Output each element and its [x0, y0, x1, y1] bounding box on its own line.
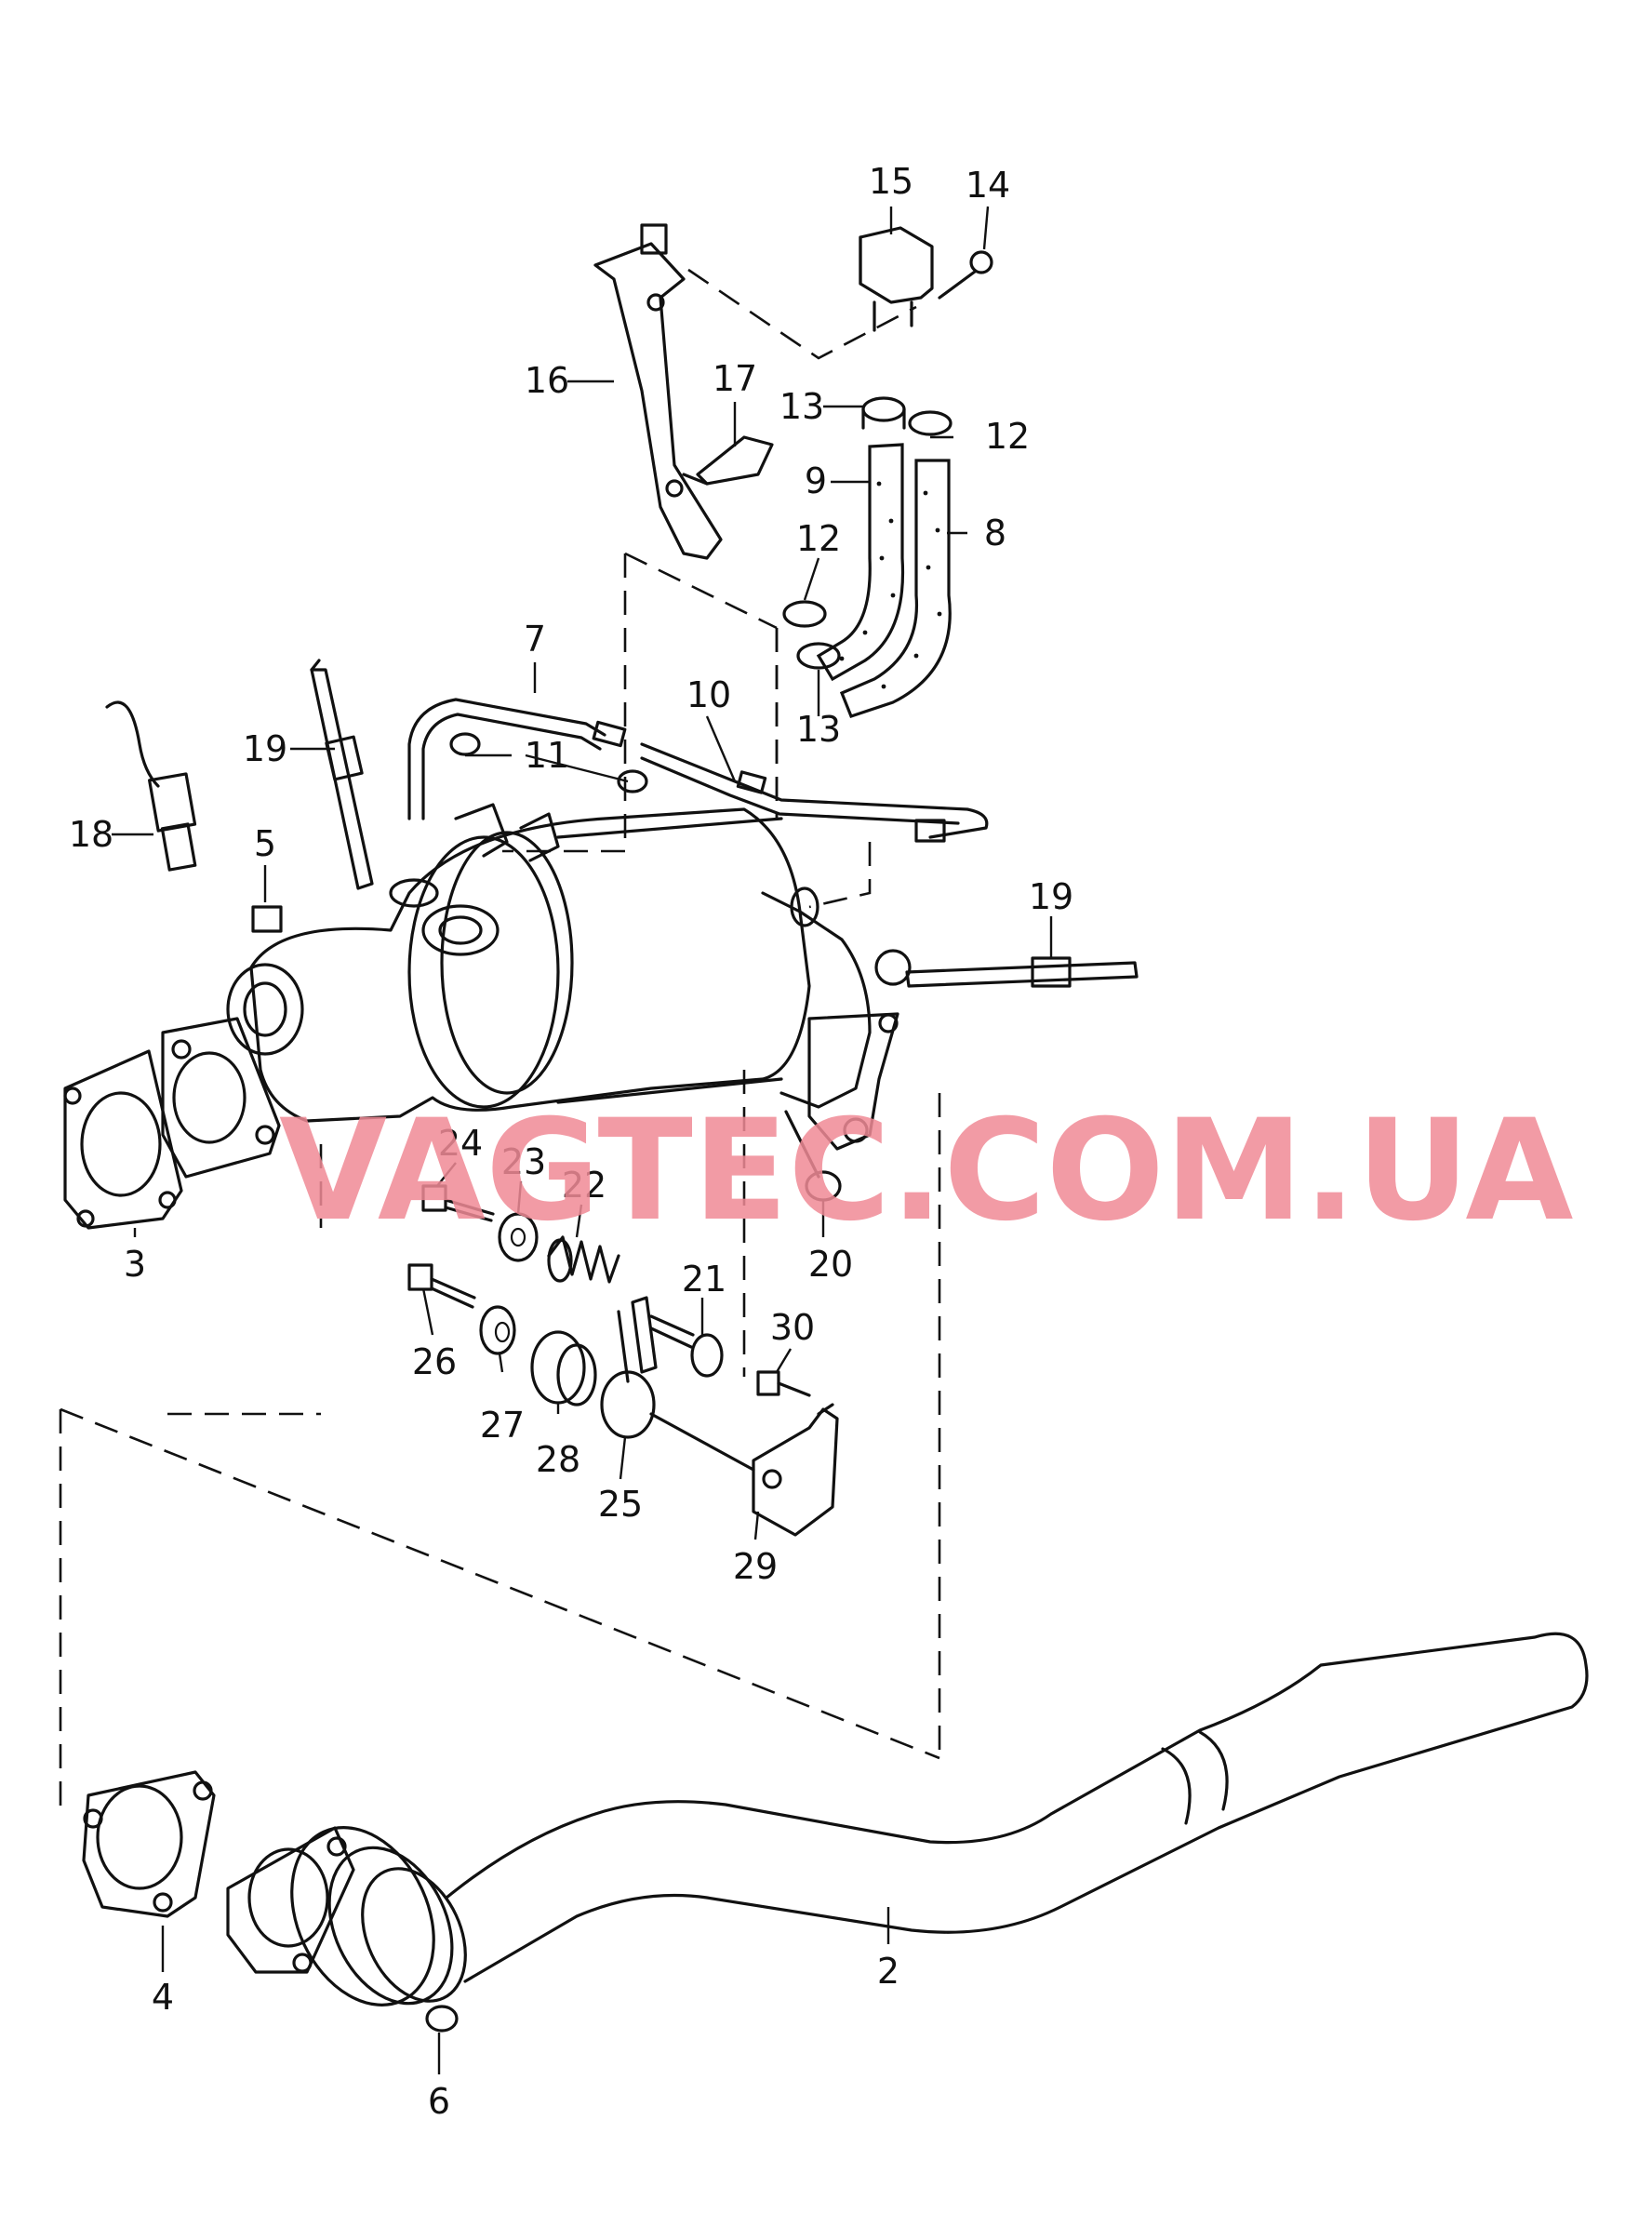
callout-8: 8 — [984, 513, 1006, 553]
bracket-25 — [600, 1296, 658, 1439]
bolt-26 — [407, 1263, 476, 1309]
callout-25: 25 — [598, 1484, 643, 1525]
inlet-flange — [161, 1017, 281, 1179]
gasket-4 — [82, 1770, 216, 1918]
lambda-probe-18 — [105, 700, 197, 872]
callout-13-lower: 13 — [796, 709, 841, 750]
callout-21: 21 — [682, 1259, 726, 1300]
leader-lines — [112, 206, 1053, 2074]
bracket-16 — [593, 223, 723, 560]
temperature-sensor-19-left — [310, 659, 439, 908]
particulate-filter-main — [226, 807, 912, 1123]
callout-7: 7 — [524, 619, 546, 660]
watermark-text: VAGTEC.COM.UA — [279, 1090, 1573, 1252]
nut-6 — [425, 2005, 459, 2033]
callout-14: 14 — [966, 165, 1010, 206]
callout-labels: 15 14 16 17 13 12 9 8 12 13 7 10 19 11 1… — [69, 161, 1073, 2122]
bolt-30 — [756, 1370, 811, 1397]
callout-12-lower: 12 — [796, 518, 841, 559]
callout-23: 23 — [501, 1141, 546, 1182]
callout-12-upper: 12 — [985, 416, 1030, 457]
pipe-7 — [407, 698, 627, 820]
clamps-lower — [782, 600, 841, 670]
assembly-dashed-lines — [59, 268, 941, 1814]
temperature-sensor-19-right — [905, 956, 1139, 988]
callout-22: 22 — [562, 1165, 606, 1206]
bolt-21 — [649, 1314, 724, 1378]
callout-19-left: 19 — [243, 728, 287, 769]
callout-13-upper: 13 — [779, 386, 824, 427]
hose-9 — [816, 443, 905, 682]
rubber-mount-28 — [530, 1330, 597, 1406]
callout-27: 27 — [480, 1405, 525, 1446]
callout-29: 29 — [733, 1546, 778, 1587]
callout-2: 2 — [877, 1951, 899, 1992]
pipe-10 — [640, 742, 989, 843]
spring-22 — [547, 1235, 620, 1284]
callout-9: 9 — [805, 460, 827, 501]
bolt-24 — [421, 1184, 495, 1222]
callout-28: 28 — [536, 1439, 580, 1480]
nut-5 — [251, 905, 283, 933]
clip-17 — [682, 435, 774, 486]
callout-4: 4 — [152, 1977, 174, 2018]
screw-14 — [938, 250, 993, 300]
callout-24: 24 — [438, 1123, 483, 1164]
bracket-29 — [649, 1403, 839, 1537]
callout-10: 10 — [686, 674, 731, 715]
callout-30: 30 — [770, 1307, 815, 1348]
callout-18: 18 — [69, 814, 113, 855]
clamps-upper — [861, 396, 953, 436]
callout-5: 5 — [254, 823, 276, 864]
callout-20: 20 — [808, 1244, 853, 1285]
hose-8 — [839, 459, 952, 718]
callout-15: 15 — [869, 161, 913, 202]
callout-6: 6 — [428, 2081, 450, 2122]
callout-3: 3 — [124, 1244, 146, 1285]
callout-16: 16 — [525, 360, 569, 401]
front-pipe-2 — [226, 1632, 1589, 2006]
gasket-3 — [63, 1049, 183, 1230]
callout-11: 11 — [525, 735, 569, 776]
outlet-flange — [807, 1012, 899, 1151]
callout-26: 26 — [412, 1341, 457, 1382]
callout-17: 17 — [713, 358, 757, 399]
pressure-sensor-15 — [859, 226, 934, 332]
callout-19-right: 19 — [1029, 876, 1073, 917]
washer-27 — [479, 1305, 516, 1355]
